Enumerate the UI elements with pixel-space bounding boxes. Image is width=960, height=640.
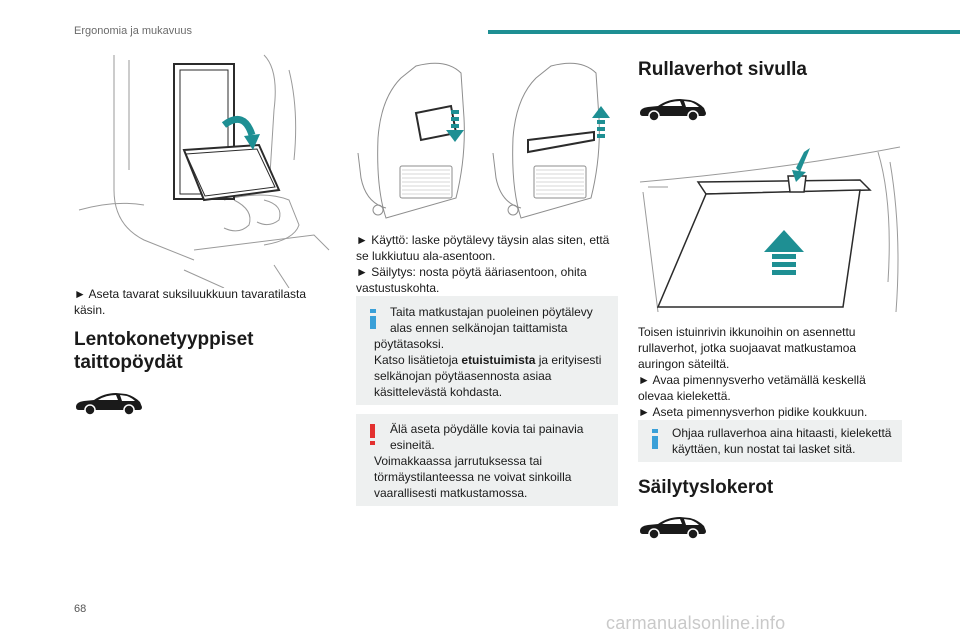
watermark: carmanualsonline.info bbox=[606, 613, 786, 633]
section-heading-storage: Säilytyslokerot bbox=[638, 477, 774, 498]
info-note-passenger-table: Taita matkustajan puoleinen pöytälevy al… bbox=[356, 296, 618, 405]
section-heading-tables-line1: Lentokonetyyppiset bbox=[74, 329, 254, 350]
front-seats-reference: etuistuimista bbox=[461, 353, 536, 367]
ski-hatch-instruction: ► Aseta tavarat suksiluukkuun tavaratila… bbox=[74, 287, 306, 317]
car-silhouette-icon bbox=[76, 393, 142, 416]
seat-table-illustration bbox=[357, 62, 610, 219]
info-note-sunblind: Ohjaa rullaverhoa aina hitaasti, kieleke… bbox=[638, 420, 902, 462]
sunblind-description: Toisen istuinrivin ikkunoihin on asennet… bbox=[638, 325, 868, 419]
sunblind-illustration bbox=[639, 146, 901, 312]
warning-note-heavy-objects: Älä aseta pöydälle kovia tai painavia es… bbox=[356, 414, 618, 506]
table-use-instruction: ► Käyttö: laske pöytälevy täysin alas si… bbox=[356, 233, 610, 263]
ski-hatch-illustration bbox=[78, 54, 330, 288]
header-accent-bar bbox=[488, 30, 960, 34]
car-silhouette-icon bbox=[640, 99, 706, 122]
table-storage-instruction: ► Säilytys: nosta pöytä ääriasentoon, oh… bbox=[356, 265, 587, 295]
section-heading-sunblinds: Rullaverhot sivulla bbox=[638, 59, 807, 80]
section-heading-tables-line2: taittopöydät bbox=[74, 352, 183, 373]
car-silhouette-icon bbox=[640, 517, 706, 540]
page-number: 68 bbox=[74, 603, 87, 615]
running-header: Ergonomia ja mukavuus bbox=[74, 25, 193, 37]
